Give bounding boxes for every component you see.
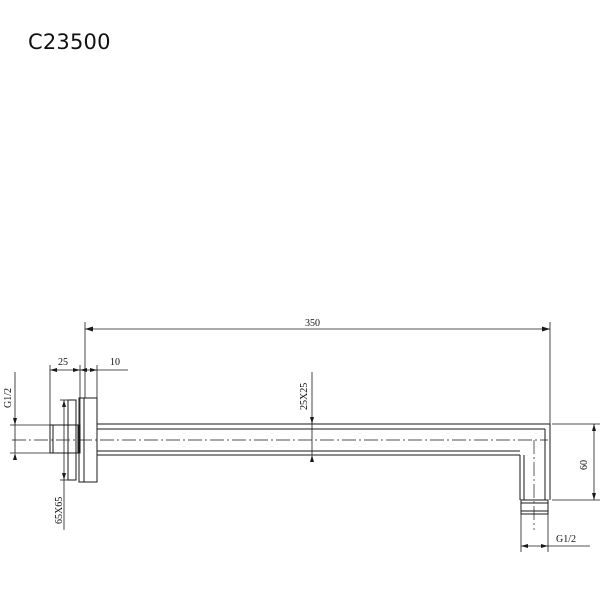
label-25: 25: [58, 357, 68, 368]
arrow-350-right: [542, 326, 550, 332]
arrow-25x25-bottom: [310, 455, 314, 462]
arrow-25-right: [73, 368, 80, 372]
arrow-10-left: [80, 368, 87, 372]
label-25x25: 25X25: [299, 383, 310, 410]
arrow-60-bottom: [592, 493, 596, 500]
inlet-stub: [49, 424, 81, 454]
label-350: 350: [305, 318, 320, 329]
label-outlet-thread: G1/2: [556, 534, 576, 545]
label-60: 60: [579, 460, 590, 470]
label-10: 10: [110, 357, 120, 368]
arrow-350-left: [85, 326, 93, 332]
arrow-65-top: [62, 400, 66, 407]
arrow-25-left: [50, 368, 57, 372]
label-inlet-thread: G1/2: [3, 388, 14, 408]
arrow-60-top: [592, 424, 596, 431]
arrow-inlet-top: [13, 418, 17, 425]
arrow-outlet-left: [521, 544, 528, 548]
outlet-stub: [520, 499, 549, 515]
arrow-inlet-bottom: [13, 453, 17, 460]
arrow-65-bottom: [62, 473, 66, 480]
label-65x65: 65X65: [54, 497, 65, 524]
arrow-outlet-right: [541, 544, 548, 548]
arrow-10-right: [90, 368, 97, 372]
arrow-25x25-top: [310, 417, 314, 424]
model-number-title: C23500: [28, 30, 111, 54]
